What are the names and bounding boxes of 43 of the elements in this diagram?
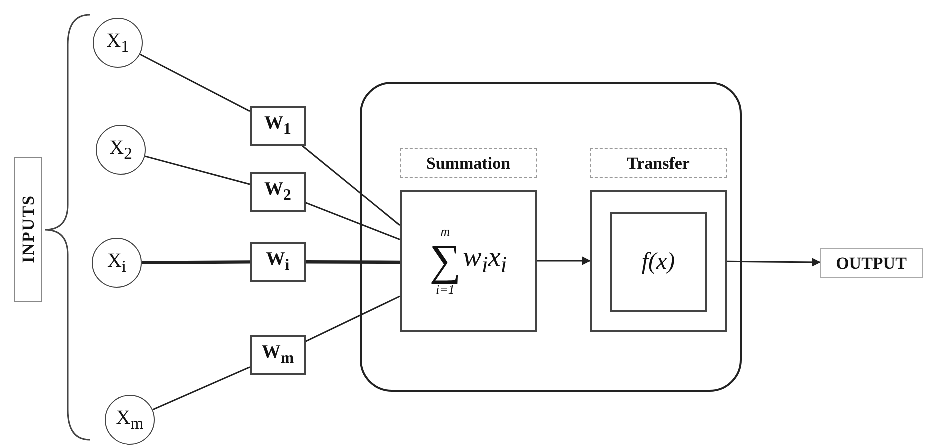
connector-line	[302, 145, 400, 226]
input-circle	[105, 395, 155, 445]
function-box	[610, 212, 707, 312]
node-text: Summation	[426, 154, 511, 172]
connector-line	[306, 202, 400, 240]
lower-limit: i=1	[436, 283, 455, 298]
node-text: W$_{1}$	[264, 114, 292, 138]
weight-box	[250, 106, 306, 146]
neuron-box	[360, 82, 742, 392]
connector-line	[142, 260, 250, 264]
node-text: X$_{i}$	[107, 250, 127, 276]
node-text: INPUTS	[20, 195, 36, 264]
connector-line	[152, 366, 250, 411]
input-circle	[92, 238, 142, 288]
weight-box	[250, 335, 306, 375]
node-text: W$_{2}$	[264, 180, 292, 204]
transfer-box	[590, 190, 727, 332]
arrow	[537, 256, 591, 266]
weighted-sum-term: w$_{i}$x$_{i}$	[463, 242, 508, 280]
stage-label	[590, 148, 727, 178]
connector-line	[306, 296, 400, 342]
connector-line	[144, 156, 250, 186]
input-circle	[96, 125, 146, 175]
upper-limit: m	[440, 224, 450, 239]
node-text: X$_{m}$	[116, 408, 144, 432]
node-text: f(x)	[642, 250, 676, 274]
inputs-label	[14, 157, 42, 302]
stage-label	[400, 148, 537, 178]
output-label	[820, 248, 923, 278]
node-text: W$_{i}$	[266, 250, 290, 274]
arrow	[727, 258, 821, 267]
weight-box	[250, 242, 306, 282]
summation-box	[400, 190, 537, 332]
sigma-symbol: ∑	[430, 239, 462, 283]
connector-line	[140, 54, 250, 112]
node-text: W$_{m}$	[262, 343, 294, 367]
node-text: OUTPUT	[836, 254, 907, 272]
node-text: X$_{2}$	[110, 138, 132, 162]
node-text: Transfer	[627, 154, 690, 172]
input-circle	[93, 18, 143, 68]
weight-box	[250, 172, 306, 212]
node-text: X$_{1}$	[106, 30, 130, 56]
connector-line	[306, 260, 400, 264]
